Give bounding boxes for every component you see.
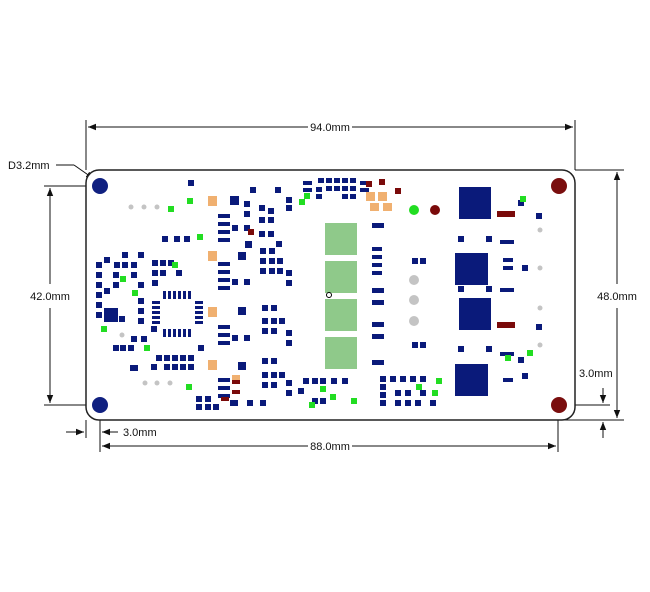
mounting-hole-bottom-right — [551, 397, 567, 413]
gray-pads — [119, 204, 543, 386]
mounting-hole-top-right — [551, 178, 567, 194]
orange-pads — [208, 192, 392, 380]
small-navy-pads — [96, 178, 542, 410]
mounting-hole-top-left — [92, 178, 108, 194]
left-offset-label: 3.0mm — [123, 427, 157, 439]
left-height-label: 42.0mm — [30, 291, 70, 303]
hole-diameter-label: D3.2mm — [8, 160, 50, 172]
right-height-label: 48.0mm — [597, 291, 637, 303]
large-navy-blocks — [455, 187, 491, 396]
mounting-hole-bottom-left — [92, 397, 108, 413]
small-green-pads — [101, 193, 533, 408]
pcb-components — [96, 178, 543, 410]
right-offset-label: 3.0mm — [579, 368, 613, 380]
top-width-label: 94.0mm — [310, 122, 350, 134]
mounting-holes — [92, 178, 567, 413]
dark-red-pads — [221, 179, 515, 401]
dimension-texts: 94.0mm 88.0mm 42.0mm 48.0mm D3.2mm 3.0mm… — [8, 122, 637, 453]
large-green-pads — [325, 223, 357, 369]
qfp-chip — [152, 291, 203, 337]
center-marker — [326, 292, 332, 298]
bottom-width-label: 88.0mm — [310, 441, 350, 453]
